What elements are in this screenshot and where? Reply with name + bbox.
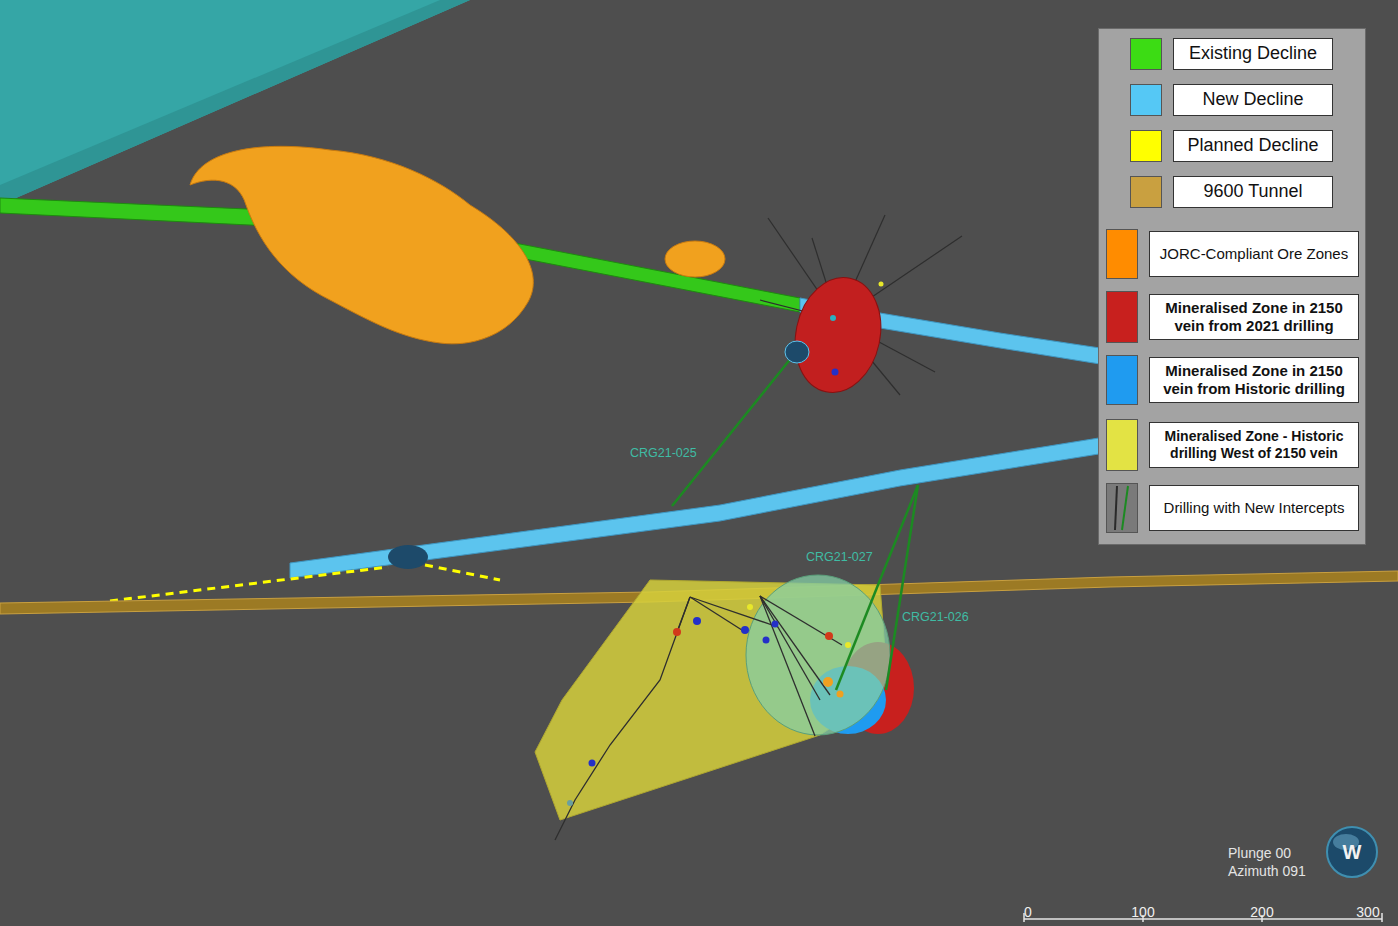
legend-entry: Mineralised Zone - Historic drilling Wes… bbox=[1106, 419, 1359, 471]
legend-label-box: Mineralised Zone - Historic drilling Wes… bbox=[1149, 422, 1359, 468]
legend-panel: Existing DeclineNew DeclinePlanned Decli… bbox=[1098, 28, 1366, 545]
view-azimuth: Azimuth 091 bbox=[1228, 863, 1306, 879]
legend-entry: Existing Decline bbox=[1130, 38, 1333, 70]
mineralised-zone bbox=[785, 270, 891, 401]
legend-swatch bbox=[1106, 419, 1138, 471]
legend-label-box: New Decline bbox=[1173, 84, 1333, 116]
drill-line-swatch bbox=[1106, 483, 1138, 533]
legend-text: Mineralised Zone - Historic drilling Wes… bbox=[1155, 428, 1353, 462]
intercept bbox=[879, 282, 884, 287]
mineralised-zone-historic bbox=[746, 575, 890, 735]
intercepts bbox=[567, 604, 851, 806]
scale-number: 100 bbox=[1131, 904, 1154, 920]
scale-bar bbox=[1024, 913, 1382, 922]
planned-decline bbox=[425, 565, 500, 580]
legend-label-box: Mineralised Zone in 2150 vein from Histo… bbox=[1149, 357, 1359, 403]
legend-text: Existing Decline bbox=[1189, 43, 1317, 65]
legend-swatch bbox=[1106, 229, 1138, 279]
legend-text: Mineralised Zone in 2150 vein from 2021 … bbox=[1155, 299, 1353, 335]
legend-label-box: Planned Decline bbox=[1173, 130, 1333, 162]
legend-label-box: Existing Decline bbox=[1173, 38, 1333, 70]
drill-traces bbox=[555, 596, 842, 840]
scale-number: 0 bbox=[1024, 904, 1032, 920]
legend-entry: New Decline bbox=[1130, 84, 1333, 116]
legend-swatch bbox=[1130, 84, 1162, 116]
drill-hole-label: CRG21-027 bbox=[806, 550, 873, 564]
ore-zone bbox=[190, 146, 533, 344]
legend-text: JORC-Compliant Ore Zones bbox=[1160, 245, 1348, 263]
compass-icon bbox=[1327, 827, 1377, 877]
legend-entry: Mineralised Zone in 2150 vein from Histo… bbox=[1106, 355, 1359, 405]
view-plunge: Plunge 00 bbox=[1228, 845, 1291, 861]
legend-entry: JORC-Compliant Ore Zones bbox=[1106, 229, 1359, 279]
drill-hole-label: CRG21-026 bbox=[902, 610, 969, 624]
scale-number: 200 bbox=[1250, 904, 1273, 920]
legend-label-box: JORC-Compliant Ore Zones bbox=[1149, 231, 1359, 277]
legend-entry: Mineralised Zone in 2150 vein from 2021 … bbox=[1106, 291, 1359, 343]
legend-label-box: Mineralised Zone in 2150 vein from 2021 … bbox=[1149, 294, 1359, 340]
legend-swatch bbox=[1106, 355, 1138, 405]
new-decline bbox=[290, 437, 1105, 578]
legend-entry: 9600 Tunnel bbox=[1130, 176, 1333, 208]
legend-entry: Planned Decline bbox=[1130, 130, 1333, 162]
drill-hole bbox=[836, 485, 918, 690]
legend-text: 9600 Tunnel bbox=[1203, 181, 1302, 203]
intercept bbox=[832, 369, 839, 376]
legend-swatch bbox=[1130, 38, 1162, 70]
scale-number: 300 bbox=[1356, 904, 1379, 920]
drill-hole-label: CRG21-025 bbox=[630, 446, 697, 460]
legend-entry: Drilling with New Intercepts bbox=[1106, 483, 1359, 533]
legend-swatch bbox=[1130, 130, 1162, 162]
ore-zone bbox=[665, 241, 725, 277]
decline-section bbox=[388, 545, 428, 569]
drill-hole bbox=[672, 352, 796, 506]
compass-letter: W bbox=[1343, 841, 1362, 864]
legend-text: New Decline bbox=[1202, 89, 1303, 111]
drill-collar bbox=[785, 341, 809, 363]
intercept bbox=[830, 315, 836, 321]
legend-swatch bbox=[1106, 291, 1138, 343]
legend-label-box: Drilling with New Intercepts bbox=[1149, 485, 1359, 531]
planned-decline bbox=[110, 567, 388, 601]
legend-swatch bbox=[1130, 176, 1162, 208]
legend-text: Mineralised Zone in 2150 vein from Histo… bbox=[1155, 362, 1353, 398]
legend-text: Planned Decline bbox=[1187, 135, 1318, 157]
legend-text: Drilling with New Intercepts bbox=[1164, 499, 1345, 517]
legend-label-box: 9600 Tunnel bbox=[1173, 176, 1333, 208]
